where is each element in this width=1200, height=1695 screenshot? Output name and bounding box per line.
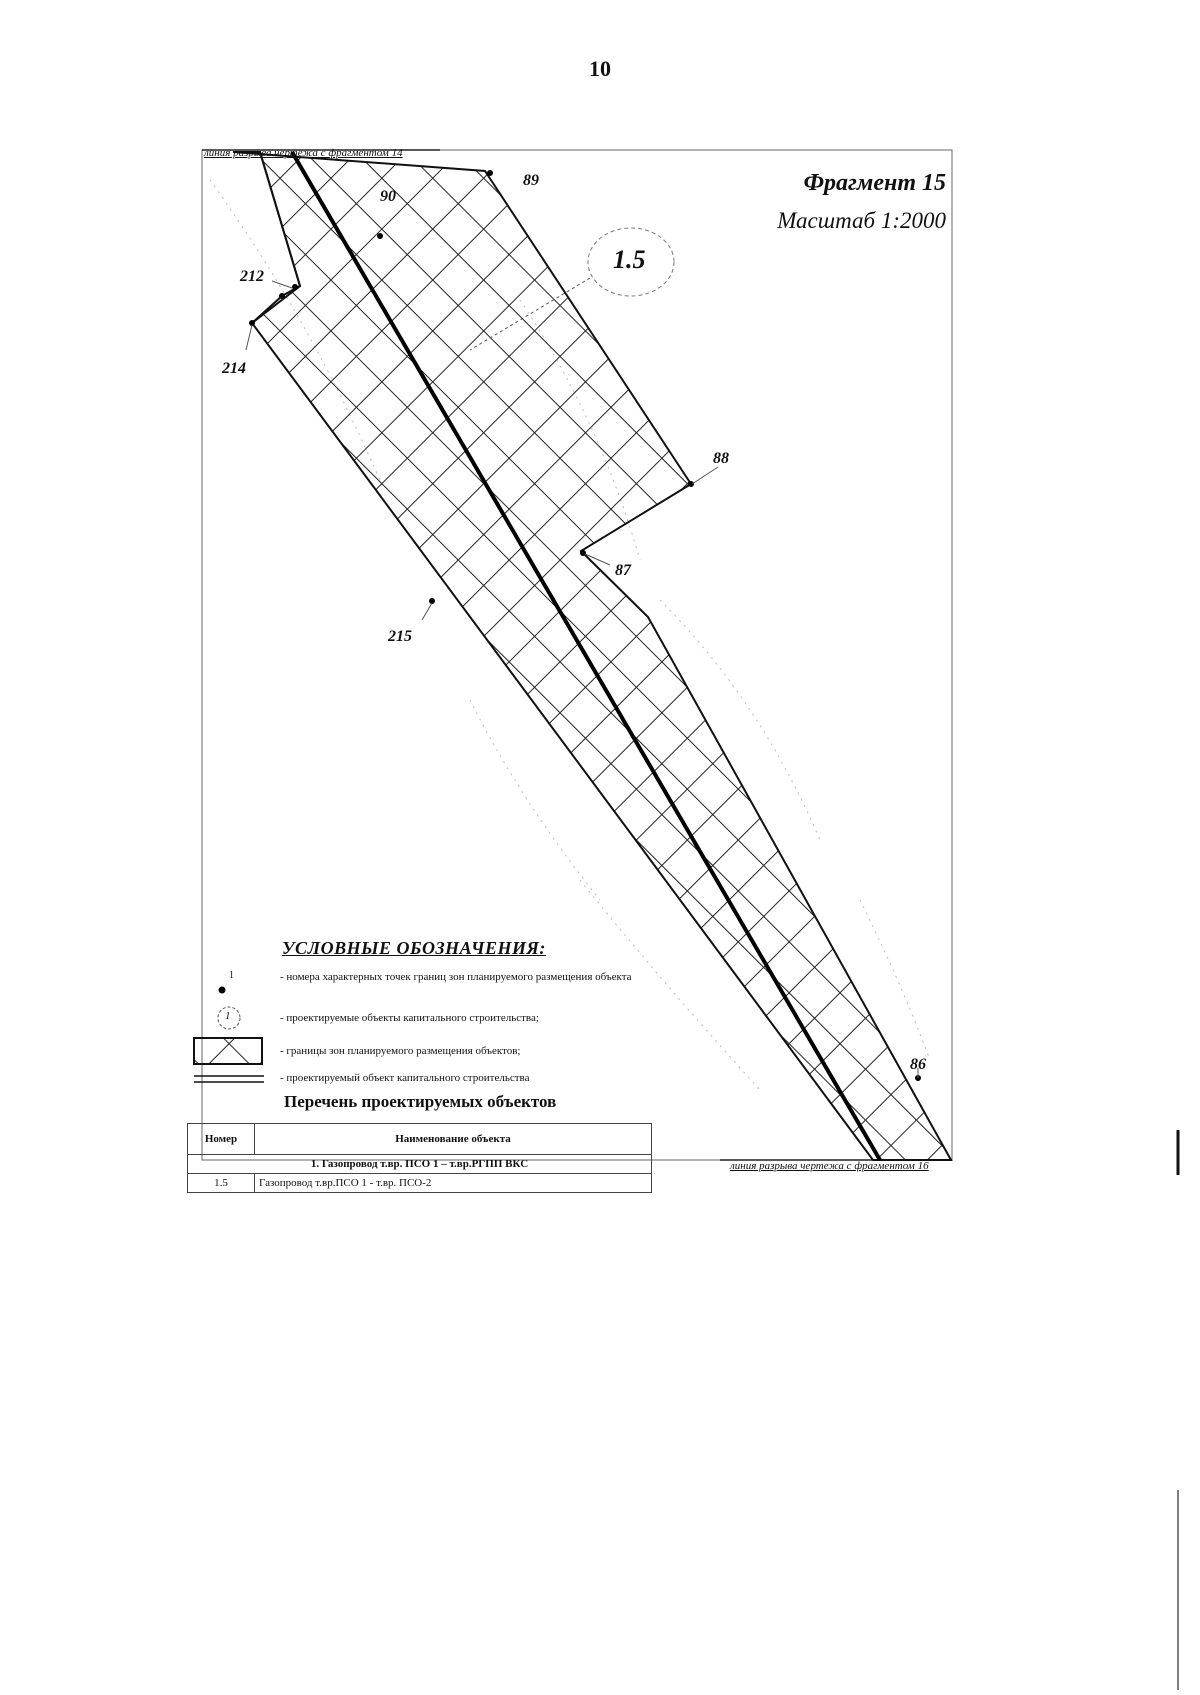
fragment-scale: Масштаб 1:2000 <box>777 208 946 233</box>
page-number: 10 <box>589 56 611 81</box>
group-name: 1. Газопровод т.вр. ПСО 1 – т.вр.РГПП ВК… <box>187 1154 652 1174</box>
point-label-88: 88 <box>713 450 729 467</box>
pipeline-axis <box>290 150 882 1162</box>
header-number: Номер <box>187 1123 255 1155</box>
legend-point-symbol <box>218 986 226 994</box>
point-label-215: 215 <box>388 628 412 645</box>
object-label: 1.5 <box>613 245 646 274</box>
fragment-title: Фрагмент 15 <box>803 170 946 196</box>
point-label-214: 214 <box>222 360 246 377</box>
legend-item-objects: - проектируемые объекты капитального стр… <box>280 1012 539 1024</box>
row-number: 1.5 <box>187 1173 255 1193</box>
legend-title: УСЛОВНЫЕ ОБОЗНАЧЕНИЯ: <box>282 938 546 958</box>
header-name: Наименование объекта <box>254 1123 652 1155</box>
table-group-row: 1. Газопровод т.вр. ПСО 1 – т.вр.РГПП ВК… <box>187 1154 652 1174</box>
point-label-87: 87 <box>615 562 631 579</box>
legend-object-number: 1 <box>225 1010 231 1022</box>
bottom-break-label: линия разрыва чертежа с фрагментом 16 <box>730 1160 929 1172</box>
top-break-label: линия разрыва чертежа с фрагментом 14 <box>204 147 403 159</box>
table-row: 1.5 Газопровод т.вр.ПСО 1 - т.вр. ПСО-2 <box>187 1173 652 1193</box>
legend-object-symbol <box>217 1006 241 1030</box>
point-label-86: 86 <box>910 1056 926 1073</box>
legend-item-zones: - границы зон планируемого размещения об… <box>280 1045 521 1057</box>
legend-point-number: 1 <box>229 970 234 981</box>
objects-table: Номер Наименование объекта 1. Газопровод… <box>187 1123 652 1193</box>
objects-list-title: Перечень проектируемых объектов <box>284 1092 557 1111</box>
point-leaders <box>245 277 919 1078</box>
point-label-90: 90 <box>380 188 396 205</box>
boundary-points <box>249 170 921 1081</box>
point-label-89: 89 <box>523 172 539 189</box>
legend-item-pipeline: - проектируемый объект капитального стро… <box>280 1072 530 1084</box>
row-name: Газопровод т.вр.ПСО 1 - т.вр. ПСО-2 <box>254 1173 652 1193</box>
table-header-row: Номер Наименование объекта <box>187 1123 652 1155</box>
point-label-212: 212 <box>240 268 264 285</box>
legend-item-points: - номера характерных точек границ зон пл… <box>280 971 632 983</box>
legend-zone-symbol <box>193 1037 263 1065</box>
object-callout <box>587 227 675 297</box>
